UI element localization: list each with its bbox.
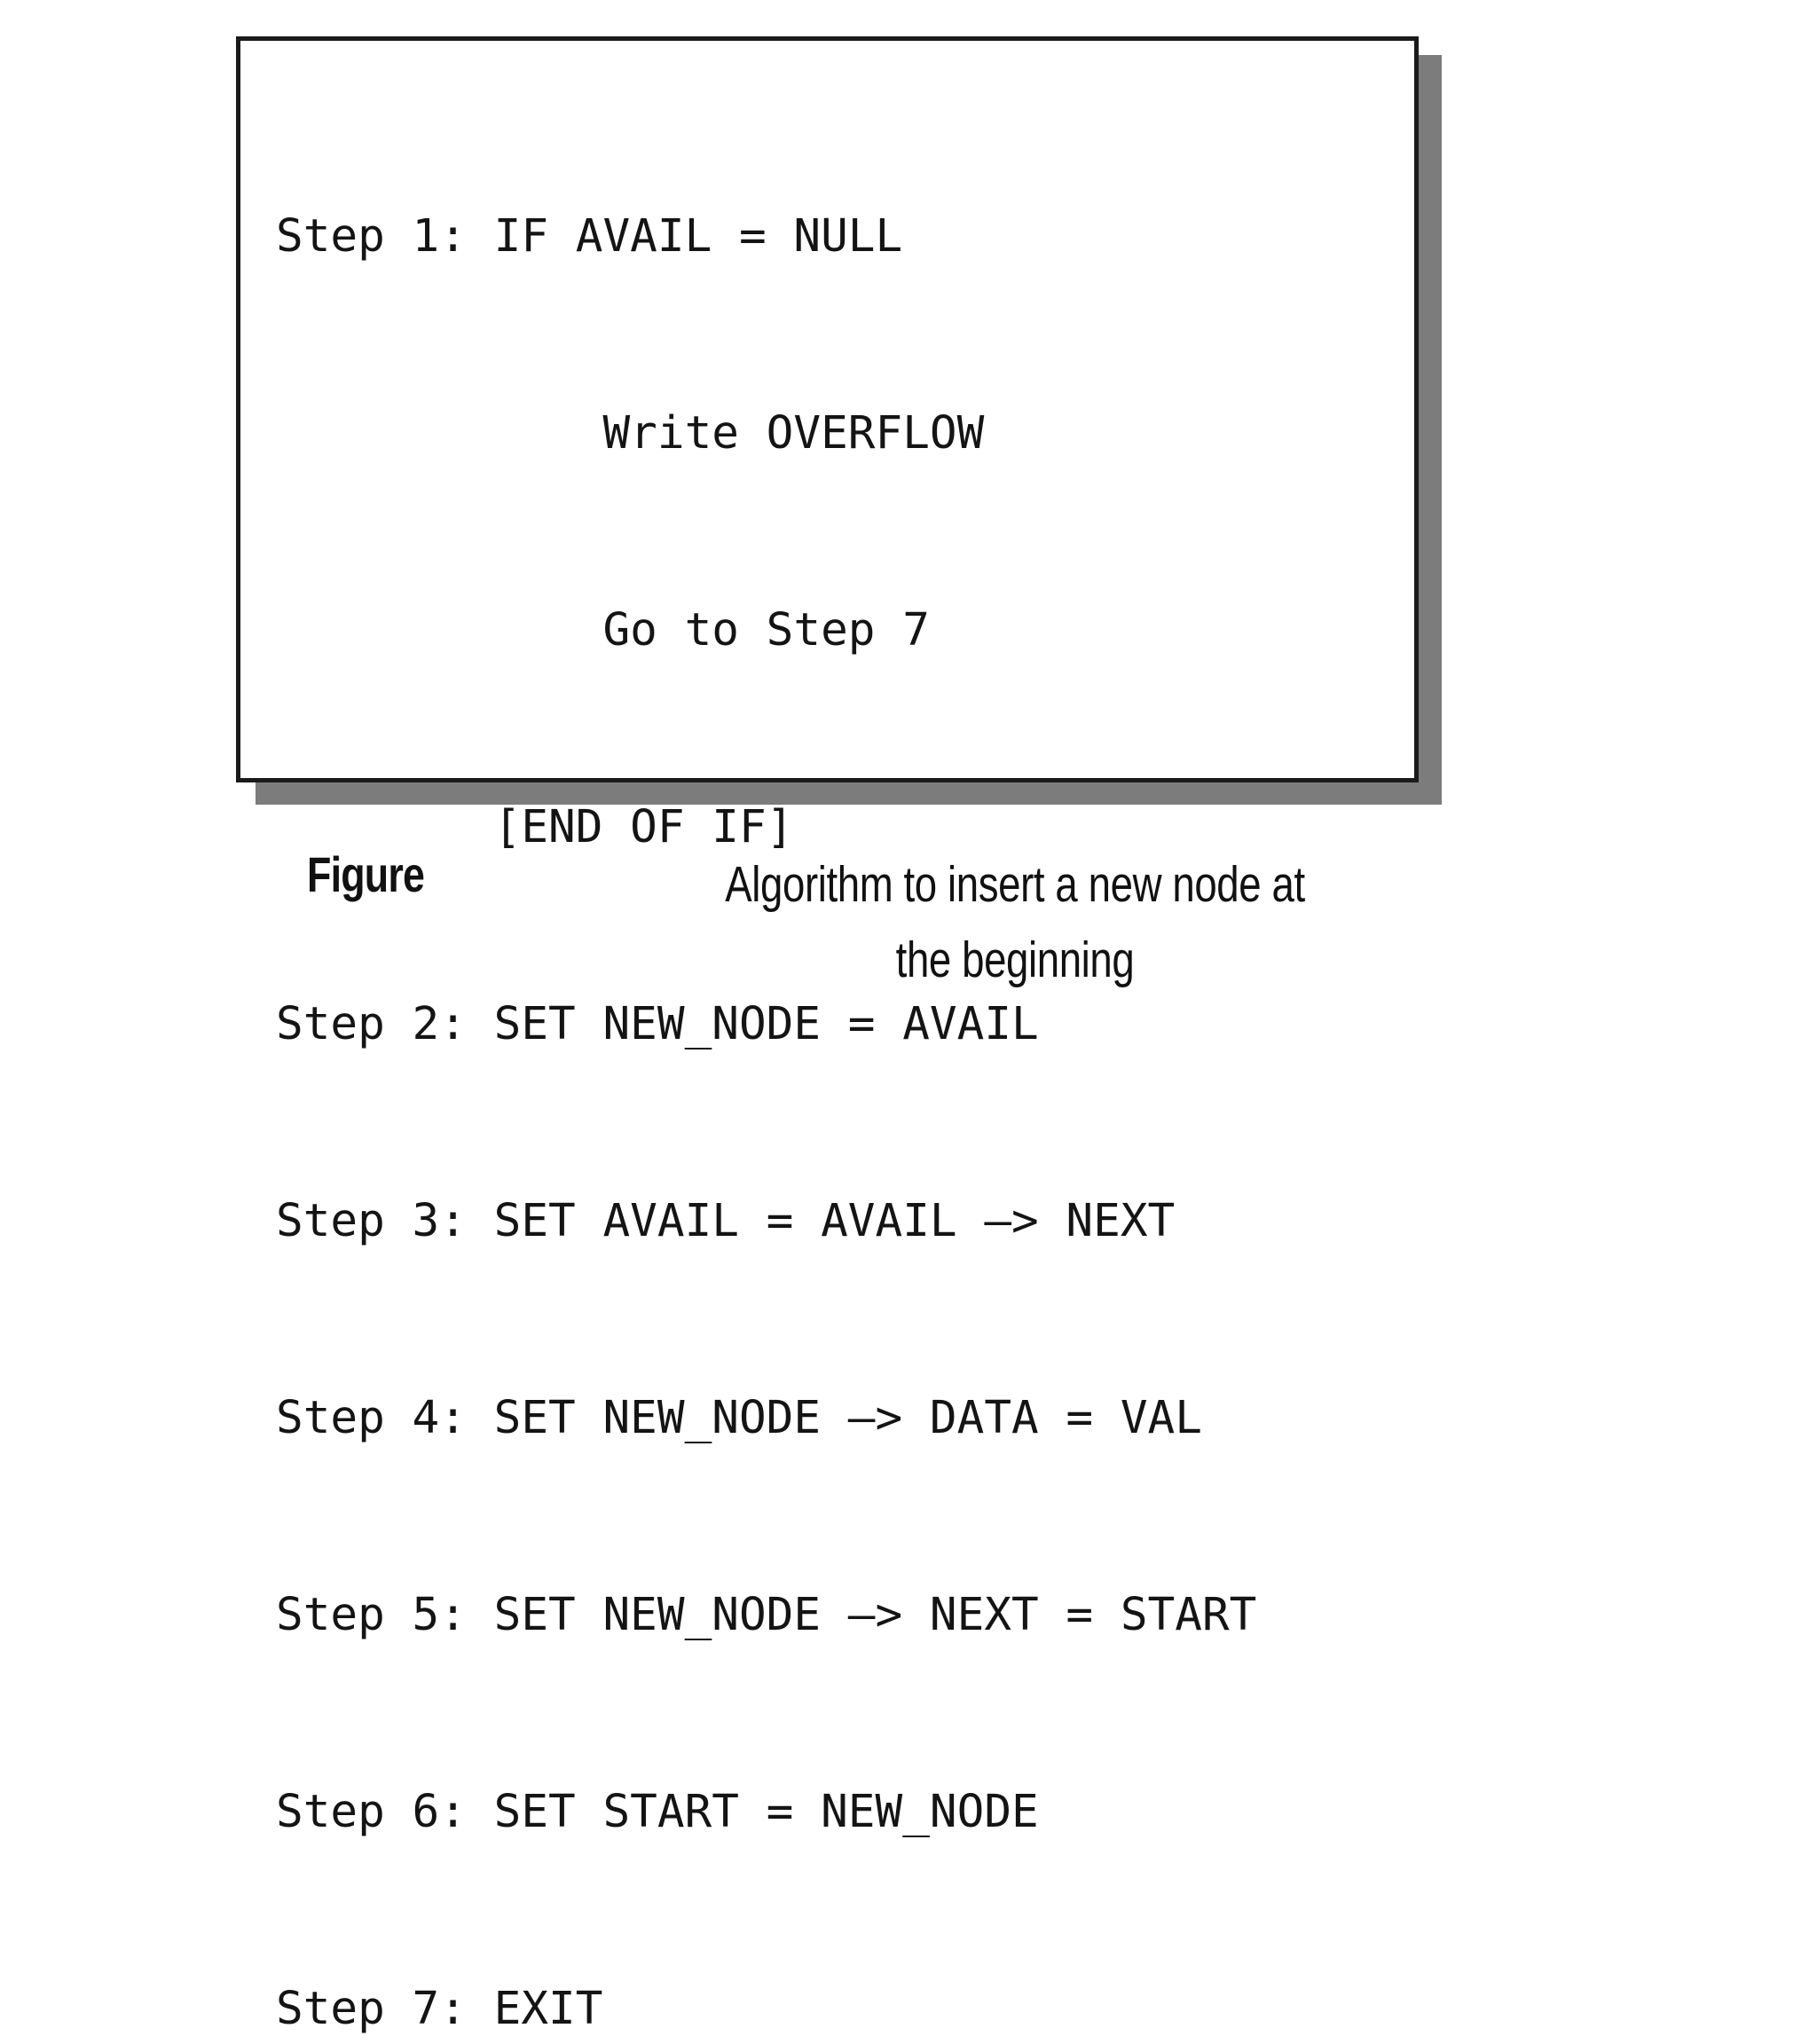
code-line: Step 4: SET NEW_NODE –> DATA = VAL	[276, 1392, 1202, 1444]
algorithm-code-block: Step 1: IF AVAIL = NULL Write OVERFLOW G…	[276, 73, 1407, 2044]
code-line: Step 6: SET START = NEW_NODE	[276, 1786, 1039, 1838]
figure-caption-text-line-2: the beginning	[895, 932, 1135, 988]
code-line: Step 1: IF AVAIL = NULL	[276, 210, 903, 263]
code-line: Write OVERFLOW	[276, 407, 985, 460]
code-line: Step 5: SET NEW_NODE –> NEXT = START	[276, 1589, 1257, 1641]
code-line: Step 7: EXIT	[276, 1983, 603, 2035]
figure-page: Step 1: IF AVAIL = NULL Write OVERFLOW G…	[236, 36, 1442, 2035]
code-line: Step 3: SET AVAIL = AVAIL –> NEXT	[276, 1195, 1176, 1247]
algorithm-box: Step 1: IF AVAIL = NULL Write OVERFLOW G…	[236, 36, 1419, 2035]
figure-caption-label: Figure	[307, 846, 425, 902]
figure-caption-text-line-1: Algorithm to insert a new node at	[725, 856, 1305, 913]
code-line: Step 2: SET NEW_NODE = AVAIL	[276, 998, 1039, 1050]
figure-caption-text: Algorithm to insert a new node at the be…	[617, 847, 1412, 998]
code-line: [END OF IF]	[276, 801, 794, 853]
code-line: Go to Step 7	[276, 604, 930, 656]
